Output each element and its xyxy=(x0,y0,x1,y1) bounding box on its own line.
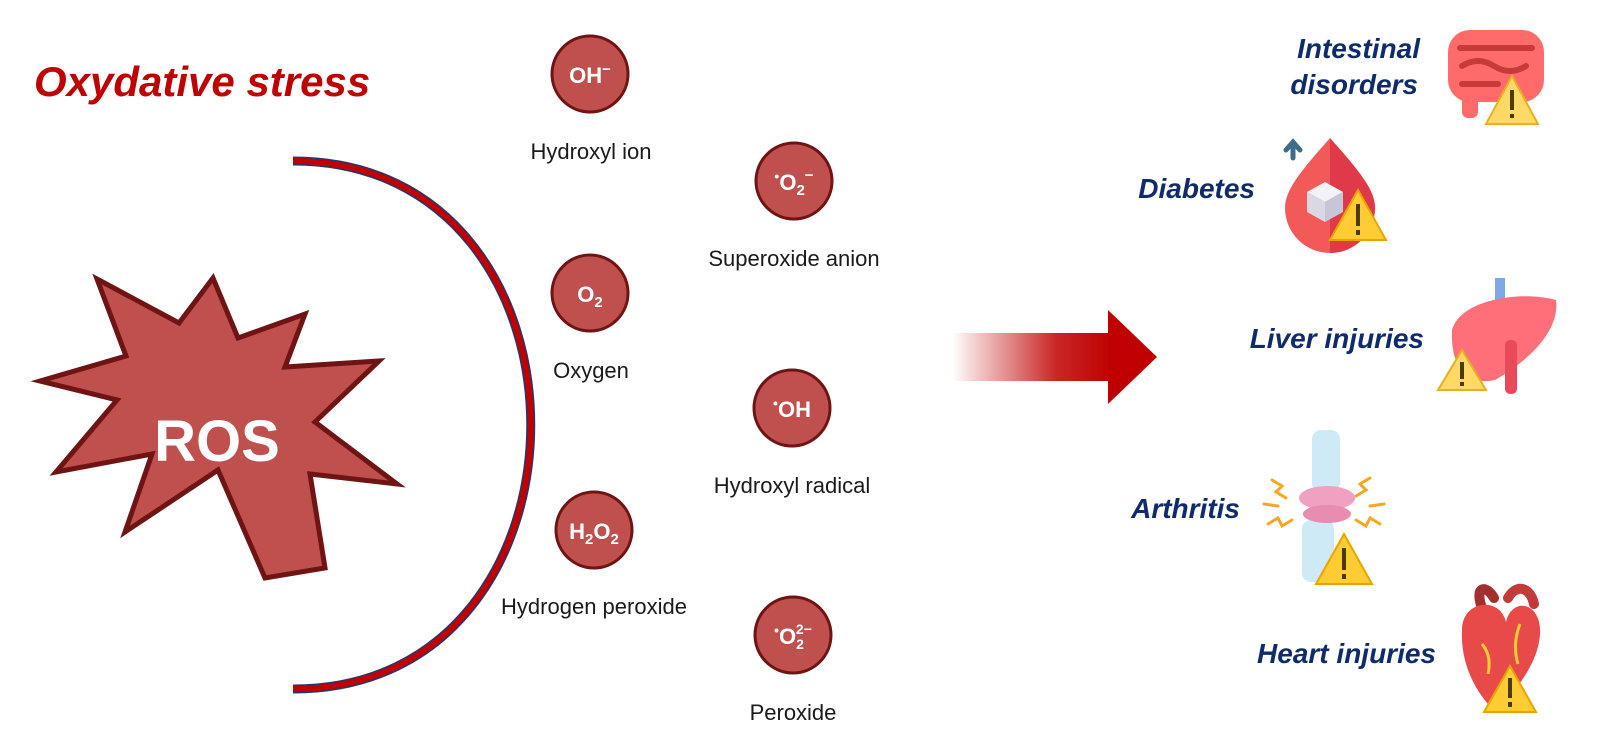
hydroxyl-radical-circle xyxy=(752,368,832,448)
arrow-head xyxy=(1108,310,1157,404)
formula-h-sub: 2 xyxy=(585,531,593,548)
liver-icon xyxy=(1436,278,1557,394)
formula-main: O xyxy=(577,282,594,307)
formula-sub: 2 xyxy=(796,636,804,652)
starburst-shape xyxy=(30,273,406,581)
disease-liver: Liver injuries xyxy=(1250,278,1557,394)
formula-pre: • xyxy=(773,395,778,411)
molecule-oxygen: O2 Oxygen xyxy=(550,253,630,383)
oxygen-circle xyxy=(550,253,630,333)
peroxide-formula: •O22− xyxy=(774,621,812,652)
disease-diabetes: Diabetes xyxy=(1138,138,1388,253)
superoxide-anion-formula: •O2− xyxy=(774,167,813,199)
formula-o-sub: 2 xyxy=(611,531,619,548)
hydroxyl-ion-label: Hydroxyl ion xyxy=(530,139,651,164)
formula-pre: • xyxy=(774,168,779,184)
big-arrow xyxy=(952,310,1157,404)
formula-main: OH xyxy=(778,397,811,422)
knee-joint-icon xyxy=(1262,430,1386,585)
molecule-hydroxyl-ion: OH− Hydroxyl ion xyxy=(530,34,652,164)
formula-sup: − xyxy=(805,167,814,184)
ros-starburst: ROS xyxy=(30,273,406,581)
oxygen-label: Oxygen xyxy=(553,358,629,383)
formula-main: O xyxy=(779,624,796,649)
disease-heart: Heart injuries xyxy=(1257,584,1541,713)
molecule-hydroxyl-radical: •OH Hydroxyl radical xyxy=(714,368,871,498)
hydroxyl-ion-circle xyxy=(550,34,630,114)
molecule-hydrogen-peroxide: H2O2 Hydrogen peroxide xyxy=(501,490,687,619)
hydrogen-peroxide-circle xyxy=(554,490,634,570)
oxygen-formula: O2 xyxy=(577,282,602,311)
formula-sub: 2 xyxy=(594,294,602,311)
formula-main: OH xyxy=(569,63,602,88)
formula-main: O xyxy=(779,170,796,195)
hydroxyl-radical-label: Hydroxyl radical xyxy=(714,473,871,498)
molecule-superoxide-anion: •O2− Superoxide anion xyxy=(708,141,880,271)
arrow-shaft xyxy=(952,333,1112,381)
heart-icon xyxy=(1461,584,1541,713)
liver-label: Liver injuries xyxy=(1250,323,1424,354)
formula-o: O xyxy=(593,519,610,544)
disease-intestinal: Intestinal disorders xyxy=(1290,30,1544,125)
disease-arthritis: Arthritis xyxy=(1130,430,1386,585)
formula-sup: 2− xyxy=(796,621,812,637)
superoxide-anion-label: Superoxide anion xyxy=(708,246,879,271)
hydroxyl-ion-formula: OH− xyxy=(569,61,611,88)
superoxide-anion-circle xyxy=(754,141,834,221)
formula-pre: • xyxy=(774,622,779,638)
diabetes-label: Diabetes xyxy=(1138,173,1255,204)
formula-sub: 2 xyxy=(796,182,804,199)
peroxide-circle xyxy=(753,595,833,675)
intestine-icon xyxy=(1448,30,1544,125)
bracket-arc xyxy=(292,156,536,694)
hydrogen-peroxide-label: Hydrogen peroxide xyxy=(501,594,687,619)
peroxide-label: Peroxide xyxy=(750,700,837,725)
ros-label: ROS xyxy=(154,409,280,474)
hydroxyl-radical-formula: •OH xyxy=(773,395,811,422)
diagram-title: Oxydative stress xyxy=(34,58,371,105)
hydrogen-peroxide-formula: H2O2 xyxy=(569,519,619,548)
heart-label: Heart injuries xyxy=(1257,638,1436,669)
intestinal-label-line2: disorders xyxy=(1290,69,1418,100)
molecule-peroxide: •O22− Peroxide xyxy=(750,595,837,725)
arthritis-label: Arthritis xyxy=(1130,493,1240,524)
blood-sugar-icon xyxy=(1283,138,1388,253)
formula-sup: − xyxy=(602,61,611,78)
intestinal-label-line1: Intestinal xyxy=(1297,33,1421,64)
formula-h: H xyxy=(569,519,585,544)
